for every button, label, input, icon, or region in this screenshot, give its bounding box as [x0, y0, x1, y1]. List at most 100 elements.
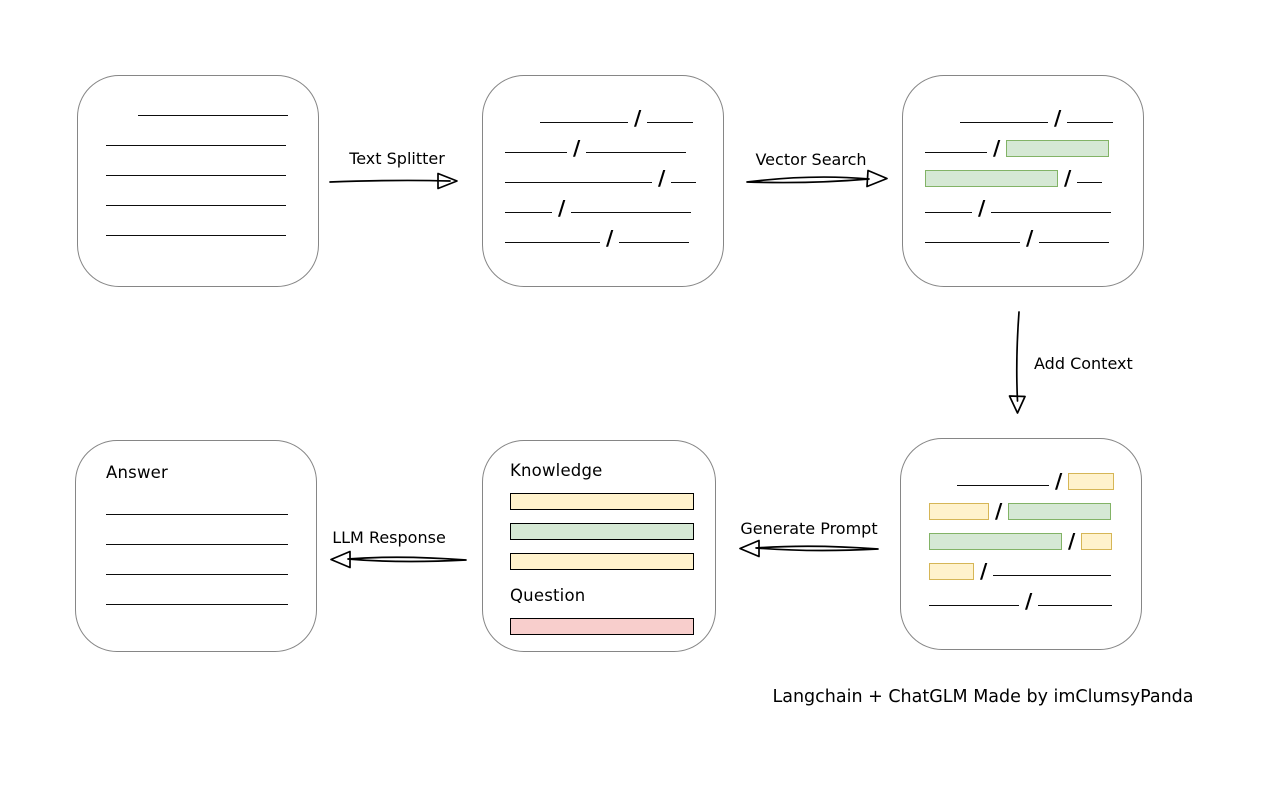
text-row: /: [925, 158, 1123, 188]
vector-search-arrow: [746, 169, 888, 188]
text-row: /: [929, 521, 1123, 551]
vector-search-label: Vector Search: [755, 150, 867, 169]
text-splitter-arrow: [329, 172, 458, 190]
text-line: [106, 175, 286, 176]
text-row: [106, 520, 288, 550]
slash-separator: /: [1064, 166, 1072, 190]
text-row: [106, 580, 288, 610]
split-text-lines: / / / / /: [483, 76, 723, 248]
text-line: [505, 152, 567, 153]
text-row: /: [925, 218, 1123, 248]
add-context-label: Add Context: [1034, 354, 1133, 373]
slash-separator: /: [1025, 589, 1033, 613]
text-row: [106, 550, 288, 580]
text-line: [925, 242, 1020, 243]
text-line: [106, 235, 286, 236]
yellow-bar: [510, 493, 694, 510]
answer-label: Answer: [106, 463, 168, 482]
green-highlight-chip: [925, 170, 1058, 187]
text-line: [505, 182, 652, 183]
text-line: [925, 152, 987, 153]
diagram-caption: Langchain + ChatGLM Made by imClumsyPand…: [772, 687, 1194, 707]
slash-separator: /: [980, 559, 988, 583]
text-splitter-label: Text Splitter: [349, 149, 445, 168]
text-line: [505, 212, 552, 213]
yellow-highlight-chip: [929, 503, 989, 520]
text-line: [993, 575, 1112, 576]
text-line: [106, 205, 286, 206]
text-line: [540, 122, 628, 123]
answer-node: Answer: [75, 440, 317, 652]
add-context-arrow: [1008, 311, 1026, 414]
text-line: [1039, 242, 1110, 243]
text-line: [106, 604, 288, 605]
text-line: [1077, 182, 1103, 183]
green-highlight-chip: [1006, 140, 1110, 157]
text-row: /: [505, 158, 703, 188]
text-line: [106, 544, 288, 545]
text-line: [647, 122, 694, 123]
split-text-chunks-node: / / / / /: [482, 75, 724, 287]
slash-separator: /: [606, 226, 614, 250]
text-line: [619, 242, 690, 243]
text-row: /: [925, 128, 1123, 158]
llm-response-label: LLM Response: [332, 528, 446, 547]
green-highlight-chip: [929, 533, 1062, 550]
green-bar: [510, 523, 694, 540]
text-row: [106, 211, 298, 241]
slash-separator: /: [995, 499, 1003, 523]
question-bars: [510, 618, 694, 635]
text-line: [925, 212, 972, 213]
text-line: [991, 212, 1112, 213]
slash-separator: /: [634, 106, 642, 130]
green-highlight-chip: [1008, 503, 1112, 520]
slash-separator: /: [573, 136, 581, 160]
text-row: [106, 181, 298, 211]
text-row: /: [929, 491, 1123, 521]
slash-separator: /: [978, 196, 986, 220]
text-row: [106, 490, 288, 520]
text-line: [1038, 605, 1113, 606]
text-row: [106, 121, 298, 151]
slash-separator: /: [1055, 469, 1063, 493]
yellow-highlight-chip: [1081, 533, 1113, 550]
slash-separator: /: [658, 166, 666, 190]
search-result-lines: /////: [903, 76, 1143, 248]
context-lines: / / / / /: [901, 439, 1141, 611]
text-line: [138, 115, 288, 116]
llm-response-arrow: [330, 550, 467, 569]
vector-search-results-node: /////: [902, 75, 1144, 287]
text-row: /: [505, 128, 703, 158]
text-line: [929, 605, 1019, 606]
slash-separator: /: [1026, 226, 1034, 250]
text-row: /: [929, 551, 1123, 581]
prompt-node: Knowledge Question: [482, 440, 716, 652]
text-line: [571, 212, 692, 213]
text-line: [1067, 122, 1114, 123]
generate-prompt-label: Generate Prompt: [740, 519, 878, 538]
text-row: /: [505, 218, 703, 248]
text-line: [586, 152, 687, 153]
text-line: [505, 242, 600, 243]
slash-separator: /: [1054, 106, 1062, 130]
text-line: [106, 145, 286, 146]
slash-separator: /: [1068, 529, 1076, 553]
knowledge-label: Knowledge: [510, 461, 603, 480]
text-row: /: [929, 461, 1123, 491]
document-lines: [78, 76, 318, 241]
yellow-highlight-chip: [929, 563, 974, 580]
yellow-bar: [510, 553, 694, 570]
source-document-node: [77, 75, 319, 287]
context-chunks-node: / / / / /: [900, 438, 1142, 650]
text-row: /: [925, 98, 1123, 128]
text-row: [106, 151, 298, 181]
text-line: [106, 574, 288, 575]
text-row: /: [505, 98, 703, 128]
red-bar: [510, 618, 694, 635]
text-line: [671, 182, 697, 183]
slash-separator: /: [558, 196, 566, 220]
question-label: Question: [510, 586, 586, 605]
text-row: [106, 91, 298, 121]
knowledge-bars: [510, 493, 694, 570]
